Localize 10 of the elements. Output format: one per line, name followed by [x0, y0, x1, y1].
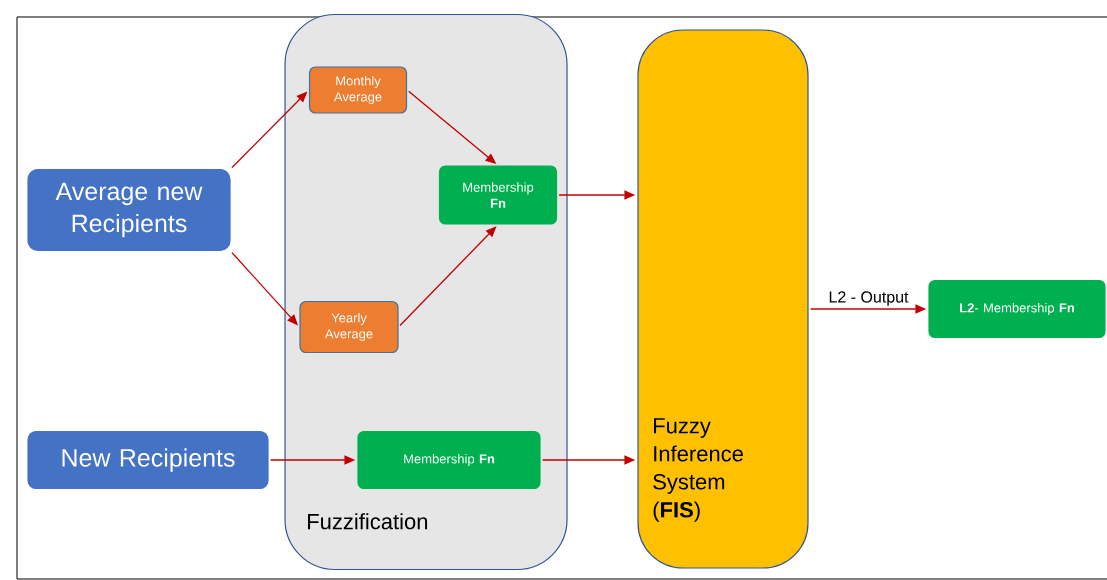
system-box: Fuzzy Inference System (FIS) — [637, 29, 809, 569]
process-box: Monthly Average — [308, 66, 408, 114]
input-box: Average new Recipients — [27, 168, 231, 252]
function-box: Membership Fn — [357, 430, 541, 490]
output-box: L2- Membership Fn — [928, 279, 1106, 339]
function-box: Membership Fn — [438, 165, 558, 225]
edge-label: L2 - Output — [827, 290, 910, 307]
input-box: New Recipients — [27, 430, 269, 490]
process-box: Yearly Average — [299, 300, 399, 354]
arrow — [399, 226, 497, 327]
